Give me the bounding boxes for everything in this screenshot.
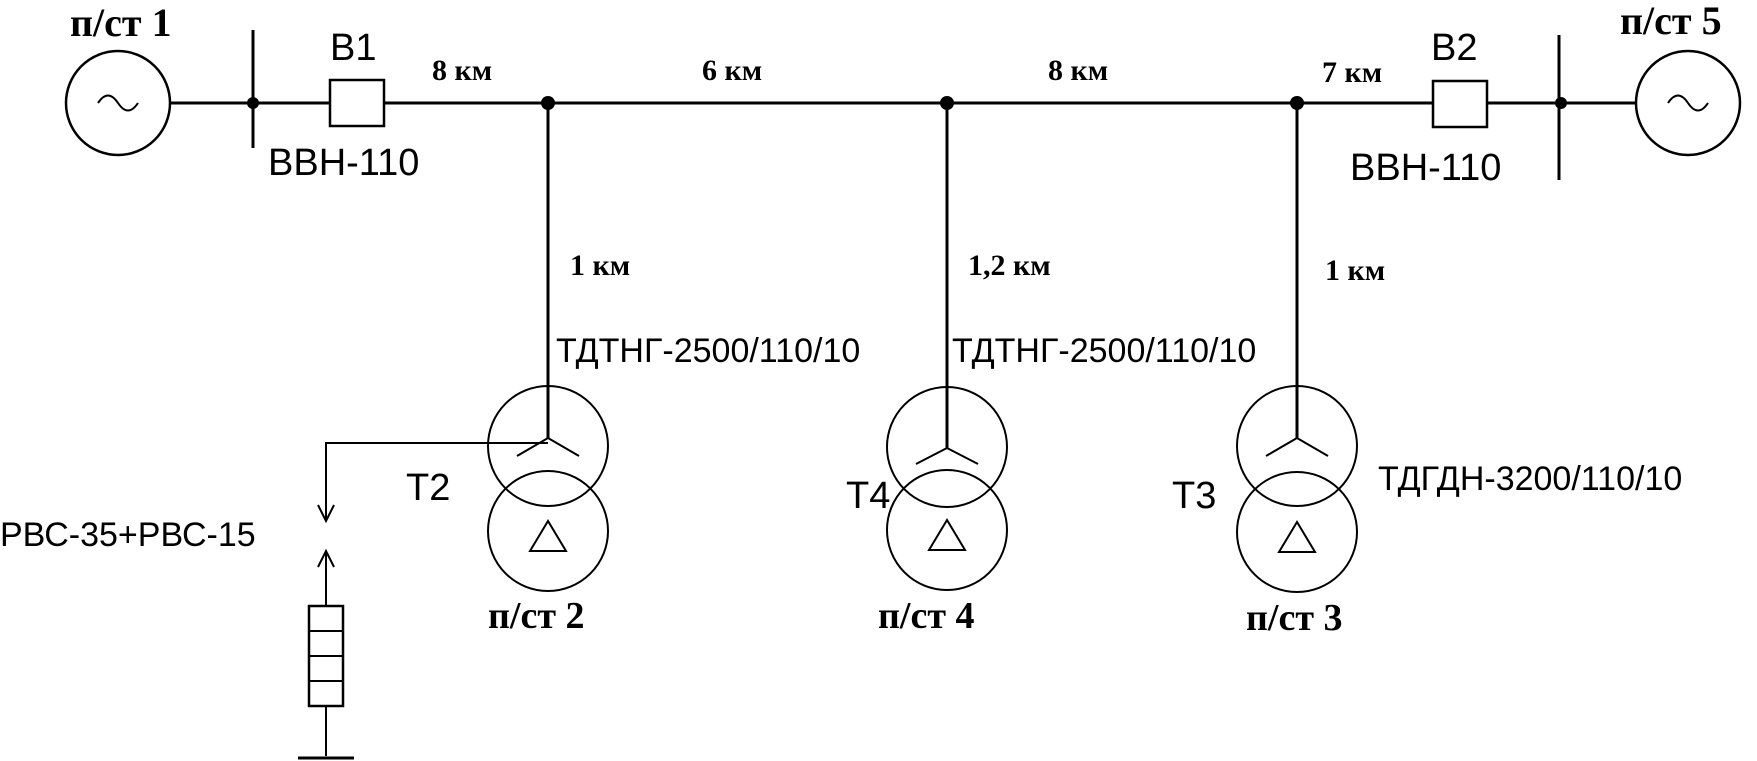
- transformer-t4-winding-hv: [886, 386, 1008, 508]
- substation-4-label: п/ст 4: [878, 595, 974, 637]
- source-right-label: п/ст 5: [1620, 0, 1722, 43]
- arrester-label: РВС-35+РВС-15: [0, 516, 256, 554]
- transformer-t3-label: Т3: [1172, 475, 1216, 517]
- breaker-b1-label: В1: [330, 27, 376, 69]
- breaker-b2-label: В2: [1431, 27, 1477, 69]
- transformer-t2-winding-hv: [487, 385, 609, 507]
- tap-length-2: 1,2 км: [968, 249, 1051, 282]
- star-winding-icon: [915, 447, 979, 465]
- right-bus-node: [1555, 97, 1567, 109]
- transformer-t4: [886, 386, 1008, 591]
- segment-length-4: 7 км: [1322, 56, 1382, 89]
- arrester-gap-top: [317, 504, 335, 524]
- transformer-t2: [487, 385, 609, 592]
- tap-model-2: ТДТНГ-2500/110/10: [952, 332, 1256, 370]
- star-winding-icon: [1265, 437, 1329, 457]
- substation-3-label: п/ст 3: [1246, 597, 1342, 639]
- transformer-t2-label: Т2: [406, 467, 450, 509]
- transformer-t3-winding-hv: [1236, 385, 1358, 507]
- arrester-block: [307, 604, 345, 708]
- source-left: [64, 49, 172, 157]
- substation-2-label: п/ст 2: [488, 595, 584, 637]
- breaker-b1: [328, 78, 386, 128]
- segment-length-1: 8 км: [432, 54, 492, 87]
- tap-model-1: ТДТНГ-2500/110/10: [556, 332, 860, 370]
- sine-wave-icon: [1667, 94, 1709, 112]
- delta-winding-icon: [927, 518, 967, 551]
- tap-model-3: ТДГДН-3200/110/10: [1378, 460, 1682, 498]
- source-left-label: п/ст 1: [70, 0, 172, 45]
- left-bus-node: [247, 97, 259, 109]
- transformer-t3: [1236, 385, 1358, 593]
- delta-winding-icon: [1277, 520, 1317, 553]
- delta-winding-icon: [528, 519, 568, 552]
- source-right: [1634, 49, 1742, 157]
- sine-wave-icon: [97, 94, 139, 112]
- transformer-t2-winding-lv: [487, 470, 609, 592]
- arrester-lead: [325, 442, 548, 520]
- segment-length-2: 6 км: [702, 54, 762, 87]
- tap-length-3: 1 км: [1325, 254, 1385, 287]
- breaker-b2: [1431, 79, 1489, 129]
- transformer-t4-winding-lv: [886, 469, 1008, 591]
- transformer-t4-label: Т4: [846, 475, 890, 517]
- segment-length-3: 8 км: [1048, 54, 1108, 87]
- star-winding-icon: [516, 437, 580, 457]
- breaker-b2-type: ВВН-110: [1350, 147, 1501, 189]
- breaker-b1-type: ВВН-110: [268, 142, 419, 184]
- arrester-gap-bottom: [317, 548, 335, 568]
- tap-length-1: 1 км: [570, 249, 630, 282]
- transformer-t3-winding-lv: [1236, 471, 1358, 593]
